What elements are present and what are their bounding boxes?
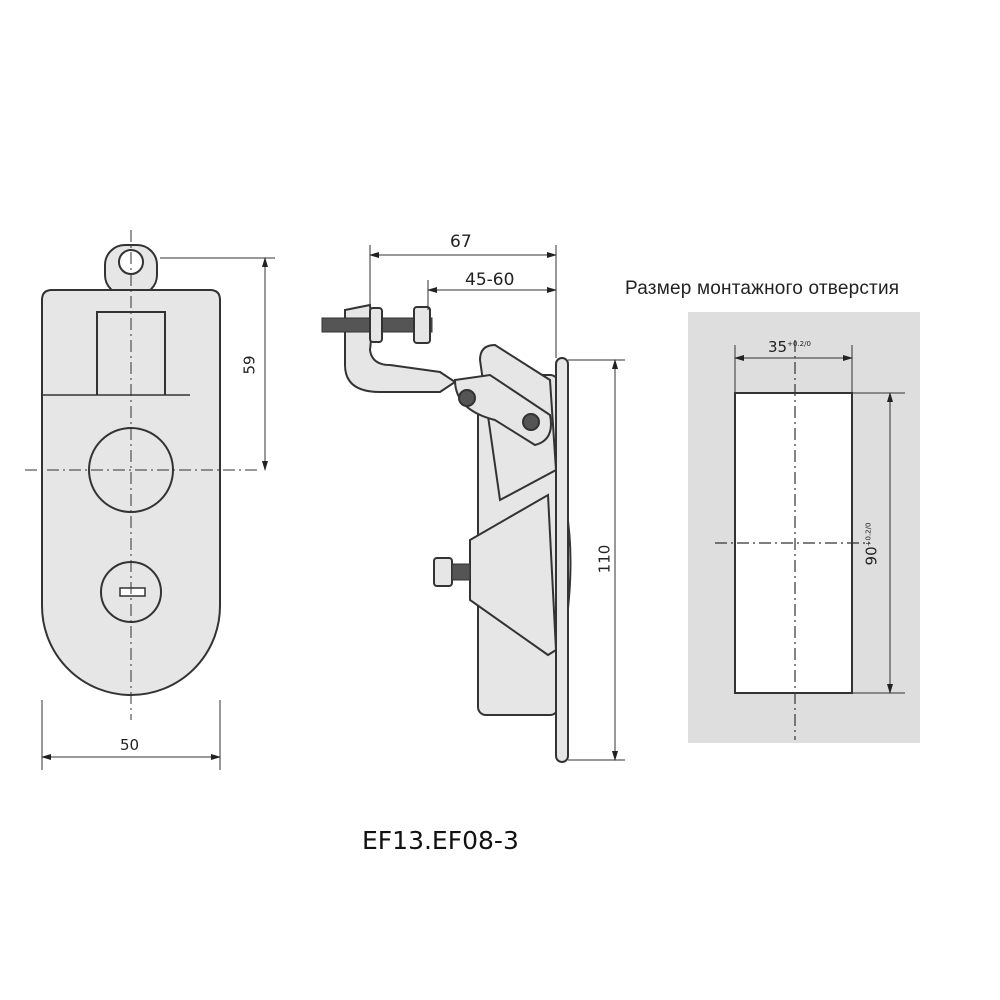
front-width-dimension: 50: [120, 736, 140, 754]
adjust-bolt-head: [433, 557, 453, 587]
hole-height-tolerance: +0.2/0: [864, 522, 873, 547]
nut: [413, 306, 431, 344]
hole-width-value: 35: [768, 338, 788, 356]
hole-height-dimension: 90+0.2/0: [862, 523, 880, 566]
mounting-hole-title: Размер монтажного отверстия: [625, 278, 900, 299]
range-dimension: 45-60: [465, 270, 515, 290]
side-view: [321, 303, 572, 763]
depth-dimension: 67: [450, 232, 472, 252]
keyhole-icon: [119, 587, 146, 597]
pivot-icon: [458, 389, 476, 407]
latch-arm: [344, 303, 457, 393]
hole-width-dimension: 35+0.2/0: [768, 338, 811, 356]
hole-width-tolerance: +0.2/0: [787, 340, 811, 348]
side-wedge: [469, 493, 558, 657]
model-caption: EF13.EF08-3: [362, 826, 519, 855]
hole-height-value: 90: [862, 546, 881, 566]
side-height-dimension: 110: [595, 544, 614, 574]
nut: [369, 307, 383, 343]
front-height-dimension: 59: [240, 355, 259, 375]
pivot-icon: [522, 413, 540, 431]
mounting-hole-diagram: [688, 312, 920, 743]
side-plate: [555, 357, 569, 763]
